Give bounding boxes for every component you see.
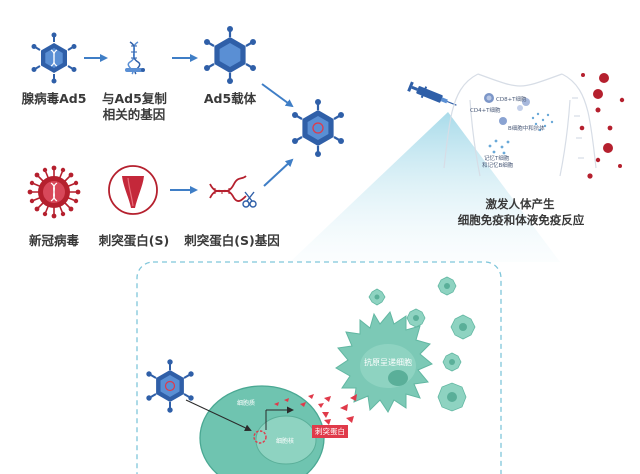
antibody-dots — [531, 112, 554, 132]
cd8-cell-icon — [484, 93, 494, 103]
label-ad5-gene-2: 相关的基因 — [102, 107, 166, 122]
vaccine-virus-icon — [292, 99, 344, 157]
entry-arrow — [185, 399, 252, 432]
small-cells — [368, 276, 476, 412]
human-body-icon — [443, 73, 597, 177]
covid-virus-icon — [27, 165, 81, 219]
label-spike-protein: 刺突蛋白 — [315, 427, 345, 436]
label-nucleus: 细胞核 — [275, 438, 294, 445]
label-cd8: CD8+T细胞 — [496, 97, 527, 103]
bcell-icon — [499, 117, 507, 125]
label-bcell: B细胞中和抗体 — [508, 126, 545, 132]
zoom-beam — [290, 112, 560, 262]
arrow-6 — [263, 158, 294, 187]
label-spike: 刺突蛋白(S) — [98, 233, 170, 248]
spike-gene-in-nucleus — [253, 430, 267, 444]
label-covid: 新冠病毒 — [28, 233, 79, 248]
cd4-cell-icon — [517, 98, 530, 111]
label-ad5-vector: Ad5载体 — [203, 91, 257, 106]
label-cytoplasm: 细胞质 — [236, 400, 255, 407]
antigen-presenting-cell-icon — [335, 310, 433, 413]
syringe-icon — [407, 81, 457, 106]
label-apc: 抗原呈递细胞 — [364, 358, 412, 367]
label-immune-2: 细胞免疫和体液免疫反应 — [457, 213, 585, 227]
virus-particles — [579, 73, 625, 179]
zoom-box — [136, 261, 502, 474]
entering-virus-icon — [146, 359, 194, 413]
label-adenovirus: 腺病毒Ad5 — [21, 91, 87, 106]
spike-gene-icon — [209, 175, 257, 208]
label-memory-2: 和记忆B细胞 — [482, 163, 514, 169]
vector-virus-icon — [204, 26, 256, 84]
label-spike-gene: 刺突蛋白(S)基因 — [184, 233, 280, 248]
label-memory-1: 记忆T细胞 — [484, 156, 510, 162]
memory-cells-dots — [488, 139, 510, 155]
label-ad5-gene-1: 与Ad5复制 — [102, 91, 167, 106]
inhibition-marks — [572, 97, 584, 159]
arrow-3 — [261, 83, 294, 108]
adenovirus-icon — [31, 32, 77, 84]
label-immune-1: 激发人体产生 — [485, 197, 555, 211]
spike-proteins — [274, 394, 357, 425]
dna-icon — [125, 41, 145, 75]
spike-label-bg — [312, 425, 348, 438]
spike-protein-icon — [108, 165, 158, 215]
label-cd4: CD4+T细胞 — [470, 108, 501, 114]
